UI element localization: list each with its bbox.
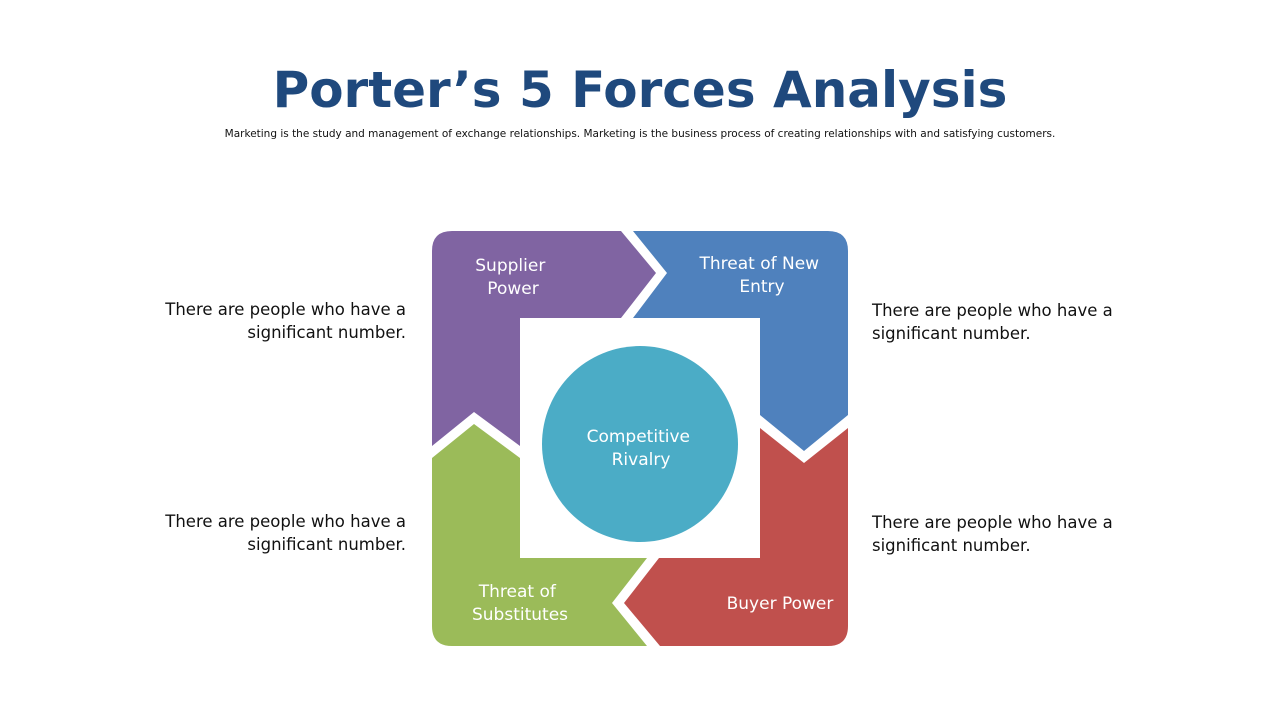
competitive-rivalry-label: Competitive Rivalry	[587, 427, 696, 470]
threat-of-substitutes-label: Threat of Substitutes	[472, 582, 568, 625]
supplier-power-label: Supplier Power	[475, 256, 550, 299]
note-top-left-line1: There are people who have a	[165, 300, 406, 319]
threat-of-new-entry-label-line1: Threat of New	[699, 254, 820, 274]
note-bottom-left: There are people who have a significant …	[146, 510, 406, 556]
buyer-power-label-line1: Buyer Power	[727, 594, 834, 614]
note-top-right: There are people who have a significant …	[872, 299, 1132, 345]
note-top-left-line2: significant number.	[247, 323, 406, 342]
threat-of-substitutes-label-line2: Substitutes	[472, 605, 568, 625]
note-bottom-right-line2: significant number.	[872, 536, 1031, 555]
threat-of-new-entry-segment	[633, 231, 848, 451]
buyer-power-segment	[624, 428, 848, 646]
buyer-power-label: Buyer Power	[727, 594, 834, 614]
note-top-left: There are people who have a significant …	[146, 298, 406, 344]
supplier-power-label-line1: Supplier	[475, 256, 545, 276]
threat-of-new-entry-label-line2: Entry	[739, 277, 784, 297]
competitive-rivalry-label-line1: Competitive	[587, 427, 690, 447]
note-bottom-left-line2: significant number.	[247, 535, 406, 554]
competitive-rivalry-circle	[542, 346, 738, 542]
note-top-right-line2: significant number.	[872, 324, 1031, 343]
threat-of-substitutes-label-line1: Threat of	[478, 582, 557, 602]
slide-title: Porter’s 5 Forces Analysis	[272, 61, 1008, 119]
note-bottom-left-line1: There are people who have a	[165, 512, 406, 531]
note-bottom-right-line1: There are people who have a	[872, 513, 1113, 532]
threat-of-new-entry-label: Threat of New Entry	[699, 254, 825, 297]
note-bottom-right: There are people who have a significant …	[872, 511, 1132, 557]
note-top-right-line1: There are people who have a	[872, 301, 1113, 320]
competitive-rivalry-label-line2: Rivalry	[612, 450, 671, 470]
threat-of-substitutes-segment	[432, 424, 647, 646]
supplier-power-label-line2: Power	[487, 279, 538, 299]
supplier-power-segment	[432, 231, 656, 446]
slide-subtitle: Marketing is the study and management of…	[224, 128, 1056, 140]
